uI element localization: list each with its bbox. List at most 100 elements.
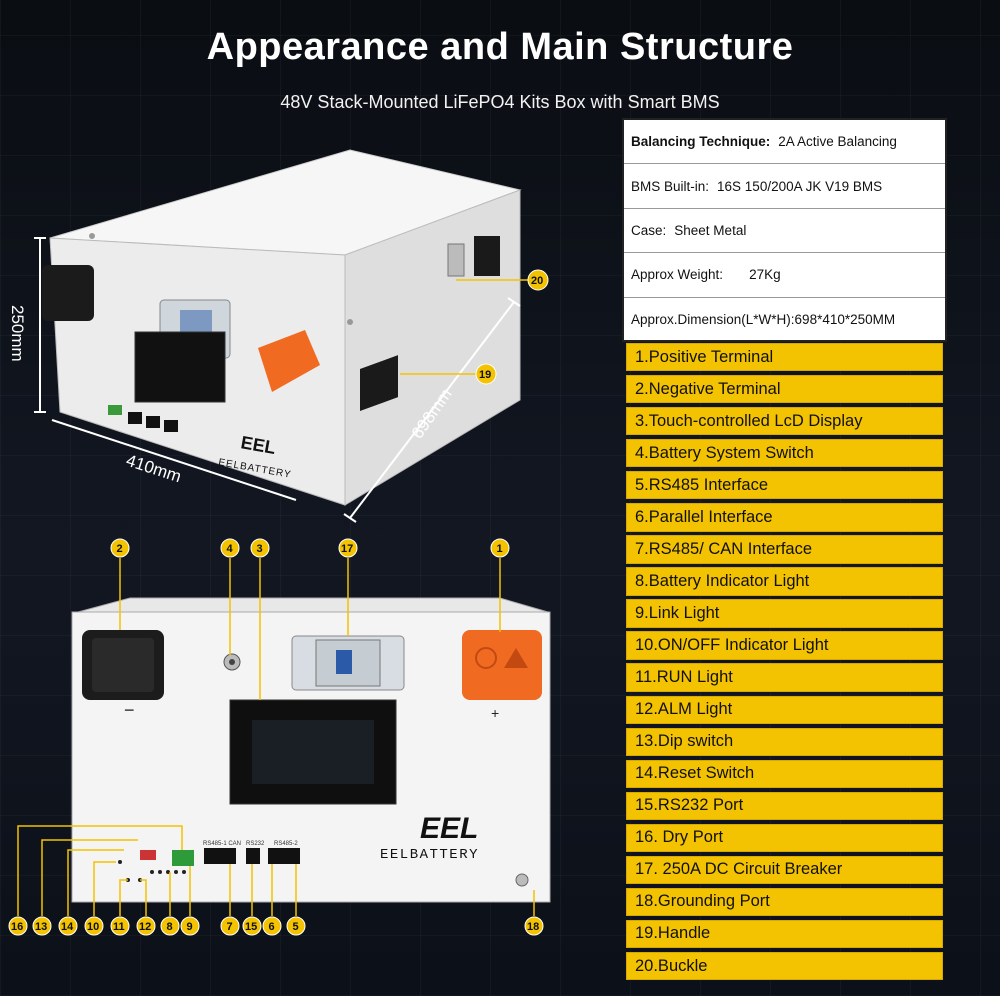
svg-text:18: 18 [527,921,539,933]
spec-row-weight: Approx Weight: 27Kg [624,253,945,298]
buckle [447,243,465,277]
list-item: 4.Battery System Switch [626,439,943,468]
svg-text:14: 14 [61,921,74,933]
list-item: 20.Buckle [626,951,943,981]
spec-row-case: Case: Sheet Metal [624,209,945,254]
list-item: 2.Negative Terminal [626,375,943,404]
grounding-port [515,873,529,887]
plus-sign: + [491,705,499,721]
svg-text:16: 16 [11,921,23,933]
list-item: 1.Positive Terminal [626,343,943,372]
callout-7: 7 [220,916,240,936]
port-label-rs485-2: RS485-2 [274,841,298,847]
svg-text:7: 7 [227,921,233,933]
callout-2: 2 [110,538,130,558]
list-item: 18.Grounding Port [626,887,943,917]
spec-label: Approx Weight: [631,267,724,283]
svg-text:9: 9 [187,921,193,933]
positive-terminal [258,330,320,392]
spec-value: Sheet Metal [674,222,747,238]
callout-4: 4 [220,538,240,558]
callout-19 [475,363,497,385]
svg-text:12: 12 [139,921,151,933]
spec-value: 27Kg [749,267,781,283]
parts-list: 1.Positive Terminal 2.Negative Terminal … [626,343,943,984]
callout-16: 16 [8,916,28,936]
callout-18: 18 [524,916,544,936]
callout-8: 8 [160,916,180,936]
svg-text:8: 8 [167,921,173,933]
battery-front-view: − + EEL EELBATTERY RS485-1 CAN RS232 RS4… [8,538,551,936]
list-item: 10.ON/OFF Indicator Light [626,631,943,660]
callout-9: 9 [180,916,200,936]
list-item: 13.Dip switch [626,727,943,756]
list-item: 6.Parallel Interface [626,503,943,532]
spec-label: BMS Built-in: [631,178,710,194]
callout-10: 10 [84,916,104,936]
dip-switch [140,850,156,860]
callout-5: 5 [286,916,306,936]
svg-text:13: 13 [35,921,47,933]
dim-height: 250mm [8,305,27,362]
port-label-rs485-can: RS485-1 CAN [203,841,241,847]
lcd-display [134,331,226,403]
callout-1: 1 [490,538,510,558]
handle-right [474,236,500,276]
callout-3: 3 [250,538,270,558]
svg-text:20: 20 [531,275,543,287]
list-item: 15.RS232 Port [626,791,943,820]
svg-text:3: 3 [257,543,263,555]
callout-12: 12 [136,916,156,936]
svg-text:19: 19 [479,369,491,381]
rs232-port [246,848,260,864]
svg-text:6: 6 [269,921,275,933]
callout-6: 6 [262,916,282,936]
page-subtitle: 48V Stack-Mounted LiFePO4 Kits Box with … [280,92,720,112]
svg-text:10: 10 [87,921,99,933]
svg-text:17: 17 [341,543,353,555]
spec-value: 16S 150/200A JK V19 BMS [717,178,883,194]
rs485-port [268,848,300,864]
list-item: 3.Touch-controlled LcD Display [626,407,943,436]
callout-13: 13 [32,916,52,936]
svg-text:11: 11 [113,921,125,933]
svg-text:1: 1 [497,543,503,555]
list-item: 12.ALM Light [626,695,943,724]
svg-text:5: 5 [293,921,299,933]
handle [360,355,398,411]
spec-label: Balancing Technique: [631,134,771,150]
callout-15: 15 [242,916,262,936]
dim-width: 410mm [124,451,184,487]
list-item: 17. 250A DC Circuit Breaker [626,855,943,885]
rs485-can-port [204,848,236,864]
list-item: 8.Battery Indicator Light [626,567,943,596]
svg-text:4: 4 [227,543,234,555]
battery-iso-view: EEL EELBATTERY 250mm 410mm 698mm 20 19 [8,149,549,523]
callout-17: 17 [338,538,358,558]
spec-row-bms: BMS Built-in: 16S 150/200A JK V19 BMS [624,164,945,209]
svg-text:15: 15 [245,921,257,933]
spec-row-dimension: Approx.Dimension(L*W*H):698*410*250MM [624,298,945,342]
dry-port [172,850,194,866]
list-item: 9.Link Light [626,599,943,628]
list-item: 5.RS485 Interface [626,471,943,500]
spec-row-balancing: Balancing Technique: 2A Active Balancing [624,120,945,165]
list-item: 7.RS485/ CAN Interface [626,535,943,564]
brand-logo: EEL [420,812,478,845]
list-item: 16. Dry Port [626,823,943,852]
spec-label: Case: [631,222,667,238]
spec-value: 2A Active Balancing [778,134,897,150]
callout-20 [527,269,549,291]
spec-label: Approx.Dimension(L*W*H):698*410*250MM [631,312,896,328]
list-item: 14.Reset Switch [626,759,943,788]
list-item: 11.RUN Light [626,663,943,692]
port-label-rs232: RS232 [246,841,265,847]
spec-table: Balancing Technique: 2A Active Balancing… [622,118,947,342]
minus-sign: − [124,700,135,720]
page-title: Appearance and Main Structure [206,26,794,68]
callout-14: 14 [58,916,78,936]
brand-name: EELBATTERY [380,847,479,863]
positive-terminal [462,630,542,700]
callout-11: 11 [110,916,130,936]
negative-terminal [42,265,94,321]
